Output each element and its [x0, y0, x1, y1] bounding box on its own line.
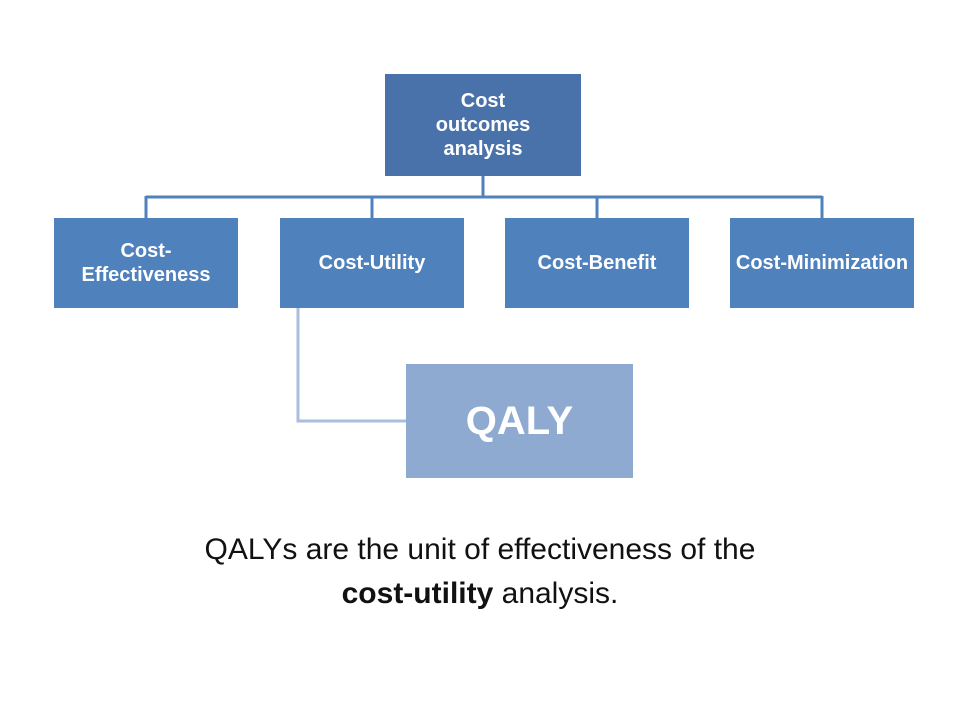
child-node-label: Cost-Benefit	[537, 252, 657, 274]
caption-line-1: QALYs are the unit of effectiveness of t…	[204, 533, 756, 566]
child-node-cost-benefit: Cost-Benefit	[505, 218, 689, 308]
qaly-connector-line	[296, 308, 406, 423]
child-node-label: Cost-Utility	[318, 252, 426, 274]
caption: QALYs are the unit of effectiveness of t…	[60, 528, 900, 615]
child-node-label: Cost-Minimization	[735, 252, 909, 274]
qaly-node-label: QALY	[465, 399, 574, 443]
child-node-cost-effectiveness: Cost-Effectiveness	[54, 218, 238, 308]
child-node-cost-utility: Cost-Utility	[280, 218, 464, 308]
child-node-cost-minimization: Cost-Minimization	[730, 218, 914, 308]
root-node-label: Cost outcomes analysis	[435, 90, 531, 160]
qaly-node: QALY	[406, 364, 633, 478]
caption-rest: analysis.	[493, 576, 619, 610]
caption-emphasis: cost-utility	[341, 576, 494, 610]
child-node-label: Cost-Effectiveness	[81, 240, 211, 286]
root-node-cost-outcomes-analysis: Cost outcomes analysis	[385, 74, 581, 176]
